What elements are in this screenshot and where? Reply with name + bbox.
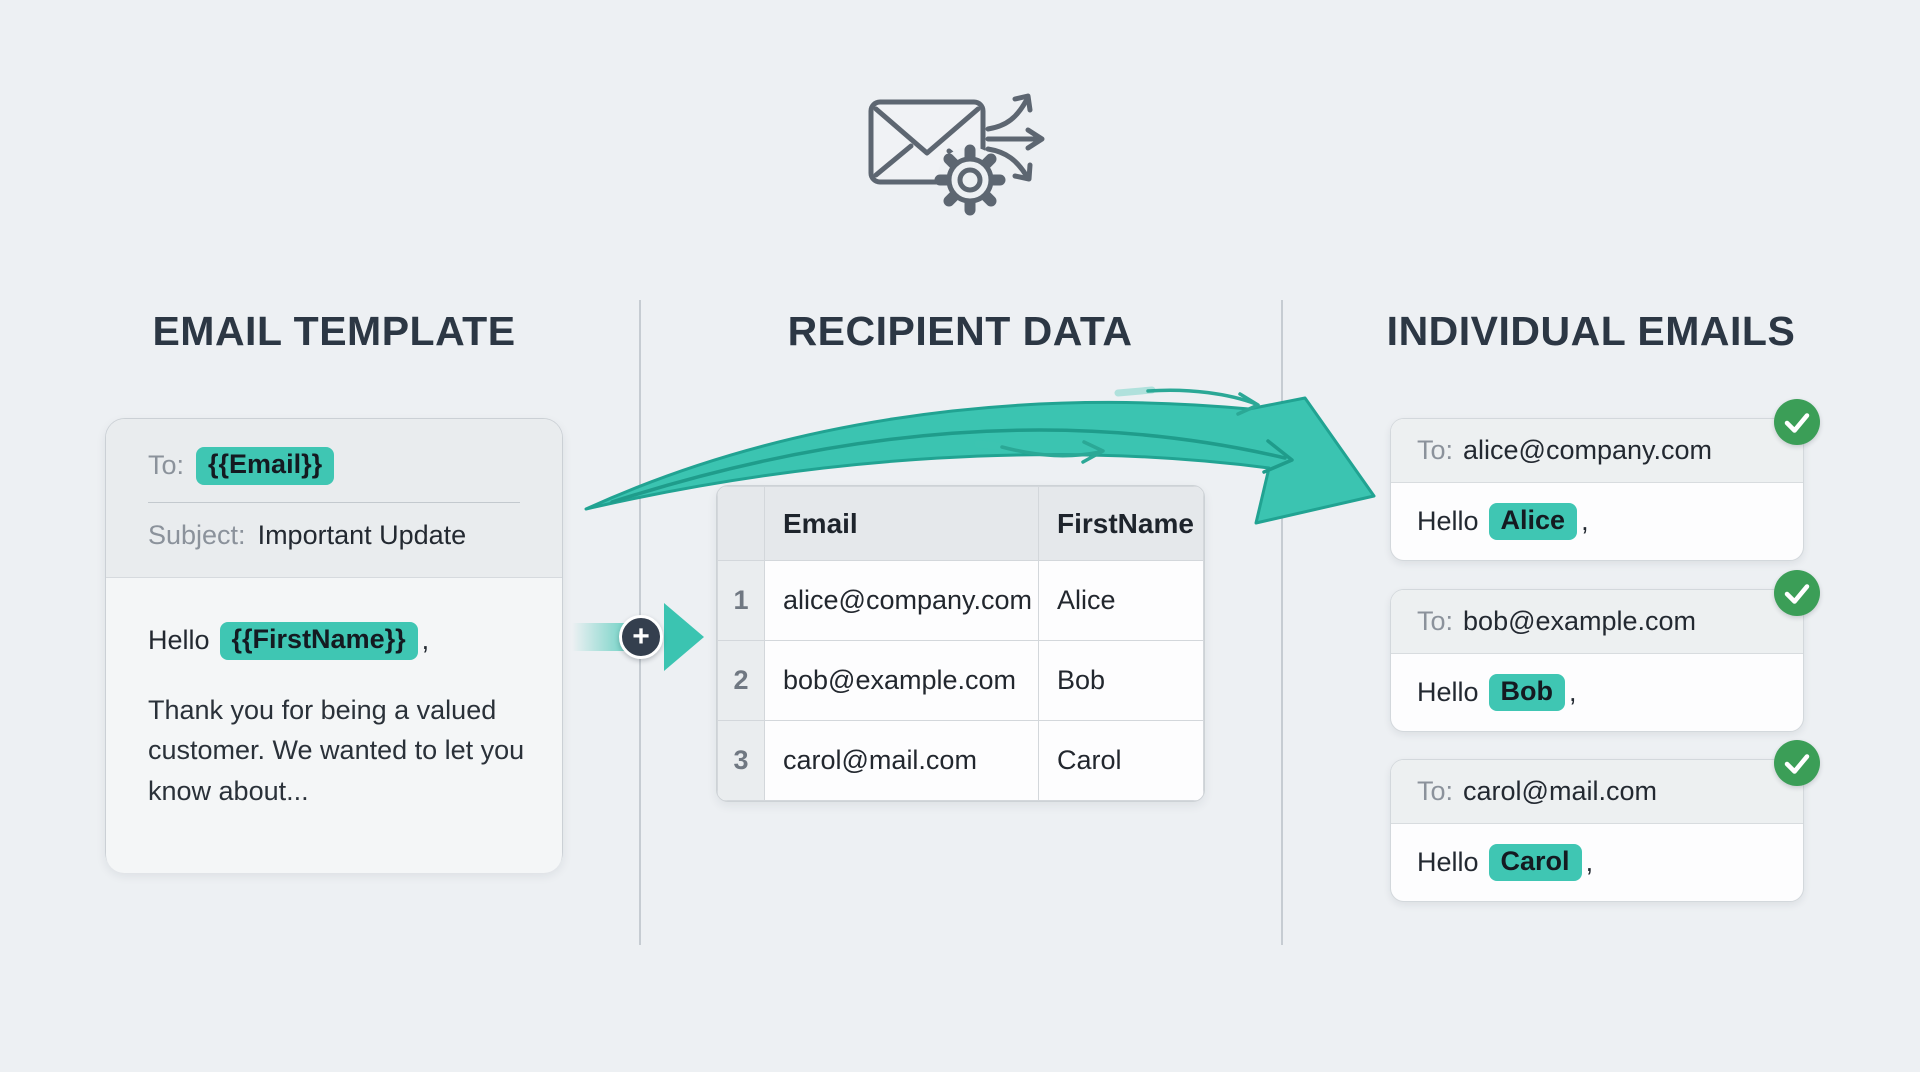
subject-value: Important Update [257, 519, 467, 550]
email-to-row: To: alice@company.com [1391, 419, 1803, 483]
motion-arrow-top-head [1236, 392, 1260, 416]
row-number: 3 [717, 720, 765, 801]
greeting-prefix: Hello [1417, 506, 1479, 536]
table-row: 2 bob@example.com Bob [717, 640, 1204, 721]
to-label: To: [1417, 606, 1454, 636]
swoosh-inner-arrowhead [1262, 439, 1294, 474]
template-body-text: Thank you for being a valued customer. W… [148, 694, 525, 806]
row-number-header [717, 486, 765, 561]
email-greeting: Hello Carol , [1391, 824, 1803, 901]
table-row: 1 alice@company.com Alice [717, 560, 1204, 641]
table-header-row: Email FirstName [717, 486, 1204, 561]
email-card: To: bob@example.com Hello Bob , [1390, 570, 1820, 732]
motion-arrow-bottom [1000, 445, 1102, 458]
to-address: bob@example.com [1463, 606, 1697, 636]
greeting-prefix: Hello [148, 625, 210, 656]
merged-name-chip: Alice [1488, 502, 1578, 541]
email-cell: bob@example.com [764, 640, 1039, 721]
greeting-suffix: , [421, 625, 430, 656]
firstname-cell: Carol [1038, 720, 1204, 801]
gear-icon [934, 144, 1006, 216]
firstname-placeholder-chip: {{FirstName}} [219, 622, 418, 660]
row-number: 1 [717, 560, 765, 641]
section-divider [1281, 300, 1283, 945]
motion-arrow-bottom-fade [974, 440, 1010, 451]
email-to-row: To: carol@mail.com [1391, 760, 1803, 824]
greeting-suffix: , [1569, 677, 1577, 707]
greeting-prefix: Hello [1417, 677, 1479, 707]
motion-arrow-top-fade [1114, 386, 1156, 397]
subject-label: Subject: [148, 519, 246, 550]
greeting-prefix: Hello [1417, 847, 1479, 877]
firstname-cell: Bob [1038, 640, 1204, 721]
success-check-icon [1774, 399, 1820, 445]
merged-name-chip: Bob [1488, 673, 1566, 712]
template-to-row: To: {{Email}} [148, 447, 520, 485]
to-label: To: [148, 450, 185, 481]
send-arrows-icon [985, 93, 1045, 182]
email-column-header: Email [764, 486, 1039, 561]
email-card: To: carol@mail.com Hello Carol , [1390, 740, 1820, 902]
email-greeting: Hello Bob , [1391, 654, 1803, 731]
recipient-table: Email FirstName 1 alice@company.com Alic… [716, 485, 1205, 802]
mail-merge-icon [868, 93, 1045, 216]
field-divider [148, 501, 520, 503]
template-body: Hello {{FirstName}} , Thank you for bein… [106, 577, 562, 873]
email-card: To: alice@company.com Hello Alice , [1390, 399, 1820, 561]
to-label: To: [1417, 435, 1454, 465]
email-template-card: To: {{Email}} Subject: Important Update … [105, 418, 563, 873]
success-check-icon [1774, 740, 1820, 786]
row-number: 2 [717, 640, 765, 721]
to-address: carol@mail.com [1463, 776, 1657, 806]
email-cell: alice@company.com [764, 560, 1039, 641]
to-label: To: [1417, 776, 1454, 806]
plus-icon: + [619, 615, 663, 659]
greeting-suffix: , [1581, 506, 1589, 536]
connector-arrowhead-icon [664, 603, 704, 671]
email-greeting: Hello Alice , [1391, 483, 1803, 560]
email-cell: carol@mail.com [764, 720, 1039, 801]
template-header: To: {{Email}} Subject: Important Update [106, 419, 562, 577]
to-address: alice@company.com [1463, 435, 1713, 465]
email-template-heading: EMAIL TEMPLATE [152, 308, 516, 354]
email-to-row: To: bob@example.com [1391, 590, 1803, 654]
recipient-data-heading: RECIPIENT DATA [787, 308, 1133, 354]
individual-emails-heading: INDIVIDUAL EMAILS [1386, 308, 1796, 354]
template-greeting: Hello {{FirstName}} , [148, 622, 520, 660]
success-check-icon [1774, 570, 1820, 616]
motion-arrow-top [1146, 388, 1258, 406]
email-placeholder-chip: {{Email}} [196, 447, 335, 485]
firstname-cell: Alice [1038, 560, 1204, 641]
table-row: 3 carol@mail.com Carol [717, 720, 1204, 801]
merged-name-chip: Carol [1488, 843, 1582, 882]
motion-arrow-bottom-head [1081, 440, 1105, 464]
firstname-column-header: FirstName [1038, 486, 1204, 561]
template-subject-row: Subject: Important Update [148, 520, 520, 551]
greeting-suffix: , [1585, 847, 1594, 877]
